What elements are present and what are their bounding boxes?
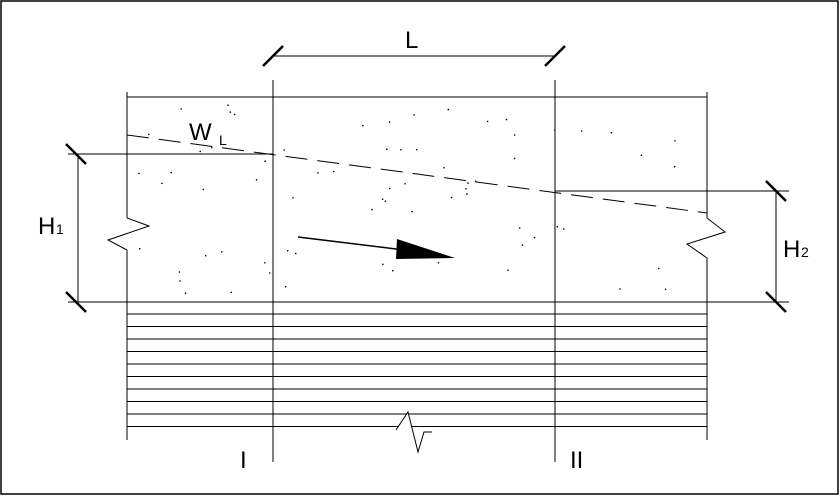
- stipple-dot: [673, 165, 676, 168]
- stipple-dot: [139, 247, 141, 250]
- stipple-dot: [221, 251, 223, 253]
- stipple-dot: [286, 249, 289, 252]
- stipple-dot: [184, 292, 187, 295]
- impermeable-layer-hatching: [127, 313, 707, 427]
- stipple-dot: [229, 111, 232, 113]
- stipple-dot: [467, 182, 469, 184]
- stipple-dot: [521, 244, 524, 246]
- stipple-dot: [332, 170, 335, 173]
- stipple-dot: [292, 197, 294, 199]
- stipple-dot: [674, 140, 676, 142]
- stipple-dot: [202, 188, 204, 191]
- water-table-line: [126, 134, 708, 214]
- stipple-dot: [179, 280, 181, 282]
- stipple-dot: [513, 157, 516, 160]
- stipple-dot: [411, 210, 413, 213]
- stipple-dot: [610, 131, 613, 134]
- stipple-dot: [563, 228, 565, 230]
- left-break-symbol: [106, 217, 151, 251]
- stipple-dot: [161, 182, 163, 185]
- water-level-subscript: L: [219, 132, 227, 148]
- stipple-dot: [664, 288, 667, 291]
- stipple-dot: [466, 193, 468, 195]
- stipple-dot: [138, 172, 140, 175]
- bottom-break-symbol: [395, 410, 432, 454]
- stipple-dot: [388, 121, 391, 123]
- stipple-dot: [178, 271, 181, 273]
- stipple-dot: [404, 183, 406, 185]
- stipple-dot: [255, 179, 258, 181]
- stipple-dot: [640, 154, 643, 156]
- stipple-dot: [386, 148, 388, 150]
- stipple-dot: [619, 288, 621, 290]
- h1-tick-top: [65, 143, 87, 165]
- stipple-dot: [284, 285, 287, 288]
- stipple-dot: [283, 149, 286, 151]
- stipple-dot: [580, 130, 583, 132]
- h1-tick-bottom: [65, 291, 87, 313]
- stipple-dot: [381, 198, 384, 200]
- head-right-label: H: [783, 236, 800, 263]
- stipple-dot: [513, 134, 516, 136]
- stipple-dot: [148, 133, 150, 136]
- stipple-dot: [447, 108, 450, 111]
- flow-direction-arrow-icon: [396, 239, 455, 259]
- stipple-dot: [657, 267, 660, 270]
- water-level-label: W: [189, 119, 212, 146]
- stipple-dot: [415, 148, 418, 151]
- stipple-dot: [371, 208, 373, 211]
- stipple-dot: [227, 104, 229, 106]
- stipple-dot: [269, 272, 271, 274]
- stipple-dot: [362, 124, 364, 127]
- section-left-label: I: [240, 447, 247, 474]
- stipple-dot: [486, 120, 489, 123]
- stipple-dot: [170, 171, 172, 174]
- flow-arrow-shaft: [297, 236, 405, 251]
- head-left-label: H: [38, 213, 55, 240]
- stipple-dot: [211, 146, 213, 149]
- stipple-dot: [554, 129, 556, 131]
- stipple-dot: [317, 172, 319, 174]
- stipple-dot: [474, 180, 477, 183]
- stipple-dot: [505, 118, 508, 121]
- stipple-dot: [204, 254, 207, 257]
- h2-tick-bottom: [765, 291, 787, 313]
- section-right-label: II: [570, 447, 583, 474]
- stipple-dot: [507, 269, 509, 272]
- stipple-dot: [443, 167, 445, 169]
- stipple-dot: [413, 114, 415, 116]
- stipple-dot: [264, 262, 266, 264]
- stipple-dot: [264, 160, 266, 162]
- stipple-dot: [384, 200, 387, 202]
- length-tick-left: [262, 45, 284, 67]
- stipple-dot: [392, 269, 394, 272]
- right-break-symbol: [685, 217, 727, 259]
- sand-stipple: [138, 104, 676, 295]
- stipple-dot: [465, 188, 467, 190]
- stipple-dot: [388, 187, 391, 190]
- stipple-dot: [533, 236, 536, 239]
- stipple-dot: [450, 196, 453, 199]
- stipple-dot: [518, 227, 521, 229]
- stipple-dot: [400, 149, 402, 151]
- stipple-dot: [294, 252, 297, 255]
- stipple-dot: [199, 150, 201, 153]
- head-right-subscript: 2: [801, 244, 809, 260]
- h2-tick-top: [765, 180, 787, 202]
- stipple-dot: [437, 262, 440, 264]
- stipple-dot: [382, 263, 384, 266]
- stipple-dot: [230, 291, 233, 294]
- length-label: L: [405, 27, 418, 54]
- stipple-dot: [556, 225, 559, 228]
- stipple-dot: [233, 113, 236, 116]
- head-left-subscript: 1: [56, 221, 64, 237]
- stipple-dot: [180, 108, 182, 110]
- length-tick-right: [544, 45, 566, 67]
